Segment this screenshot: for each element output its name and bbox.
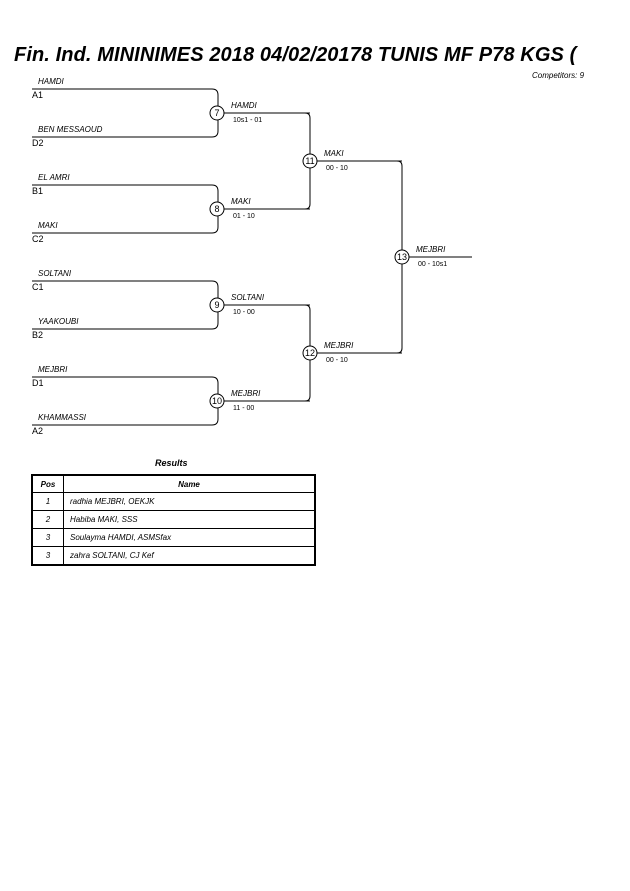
bout-number: 12: [305, 348, 315, 358]
bout-number: 11: [305, 156, 314, 166]
pos-header: Pos: [32, 475, 64, 493]
final-winner: MEJBRI: [416, 245, 446, 254]
competitor-seed: C2: [32, 234, 44, 244]
position-cell: 1: [32, 492, 64, 511]
bout-number: 10: [212, 396, 222, 406]
bout-score: 10 - 00: [233, 309, 255, 316]
bracket-line-bout-8: [32, 184, 219, 234]
name-cell: Habiba MAKI, SSS: [63, 510, 315, 529]
bout-score: 11 - 00: [233, 405, 254, 412]
name-cell: Soulayma HAMDI, ASMSfax: [63, 528, 315, 547]
table-row: 1 radhia MEJBRI, OEKJK: [32, 492, 315, 511]
table-row: 3 Soulayma HAMDI, ASMSfax: [32, 528, 315, 547]
competitor-name: EL AMRI: [38, 173, 70, 182]
competitor-seed: D1: [32, 378, 44, 388]
name-header: Name: [63, 475, 315, 493]
competitor-count: Competitors: 9: [532, 71, 585, 80]
position-cell: 3: [32, 546, 64, 565]
bout-winner: SOLTANI: [231, 293, 265, 302]
competitor-name: SOLTANI: [38, 269, 72, 278]
results-title: Results: [155, 458, 188, 468]
competitor-name: MEJBRI: [38, 365, 68, 374]
table-row: 3 zahra SOLTANI, CJ Kef: [32, 546, 315, 565]
competitor-seed: D2: [32, 138, 44, 148]
bout-circle: 12: [302, 345, 318, 361]
bout-circle: 13: [394, 249, 410, 265]
competitor-name: YAAKOUBI: [38, 317, 79, 326]
bout-circle: 7: [209, 105, 225, 121]
bout-score: 10s1 - 01: [233, 117, 262, 124]
competitor-seed: C1: [32, 282, 44, 292]
bout-winner: HAMDI: [231, 101, 258, 110]
name-cell: zahra SOLTANI, CJ Kef: [63, 546, 315, 565]
competitor-seed: B1: [32, 186, 43, 196]
position-cell: 3: [32, 528, 64, 547]
bout-number: 13: [397, 252, 407, 262]
bout-circle: 10: [209, 393, 225, 409]
position-cell: 2: [32, 510, 64, 529]
bout-number: 8: [214, 204, 219, 214]
bout-winner: MAKI: [324, 149, 344, 158]
bout-score: 01 - 10: [233, 213, 255, 220]
name-cell: radhia MEJBRI, OEKJK: [63, 492, 315, 511]
competitor-seed: B2: [32, 330, 43, 340]
competitor-name: HAMDI: [38, 77, 65, 86]
bout-winner: MAKI: [231, 197, 251, 206]
bracket-diagram: HAMDI A1 BEN MESSAOUD D2 EL AMRI B1 MAKI…: [32, 77, 472, 436]
bout-winner: MEJBRI: [231, 389, 261, 398]
bout-circle: 9: [209, 297, 225, 313]
bout-number: 9: [214, 300, 219, 310]
results-table: Pos Name 1 radhia MEJBRI, OEKJK 2 Habiba…: [31, 474, 316, 566]
results-header-row: Pos Name: [32, 475, 315, 493]
bout-score: 00 - 10: [326, 357, 348, 364]
competitor-name: KHAMMASSI: [38, 413, 87, 422]
competitor-name: BEN MESSAOUD: [38, 125, 103, 134]
competitor-seed: A2: [32, 426, 43, 436]
table-row: 2 Habiba MAKI, SSS: [32, 510, 315, 529]
page-title: Fin. Ind. MININIMES 2018 04/02/20178 TUN…: [14, 44, 577, 66]
bout-circle: 11: [302, 153, 318, 169]
bout-winner: MEJBRI: [324, 341, 354, 350]
bout-score: 00 - 10: [326, 165, 348, 172]
final-score: 00 - 10s1: [418, 261, 447, 268]
bout-circle: 8: [209, 201, 225, 217]
bout-number: 7: [214, 108, 219, 118]
competitor-seed: A1: [32, 90, 43, 100]
competitor-name: MAKI: [38, 221, 58, 230]
